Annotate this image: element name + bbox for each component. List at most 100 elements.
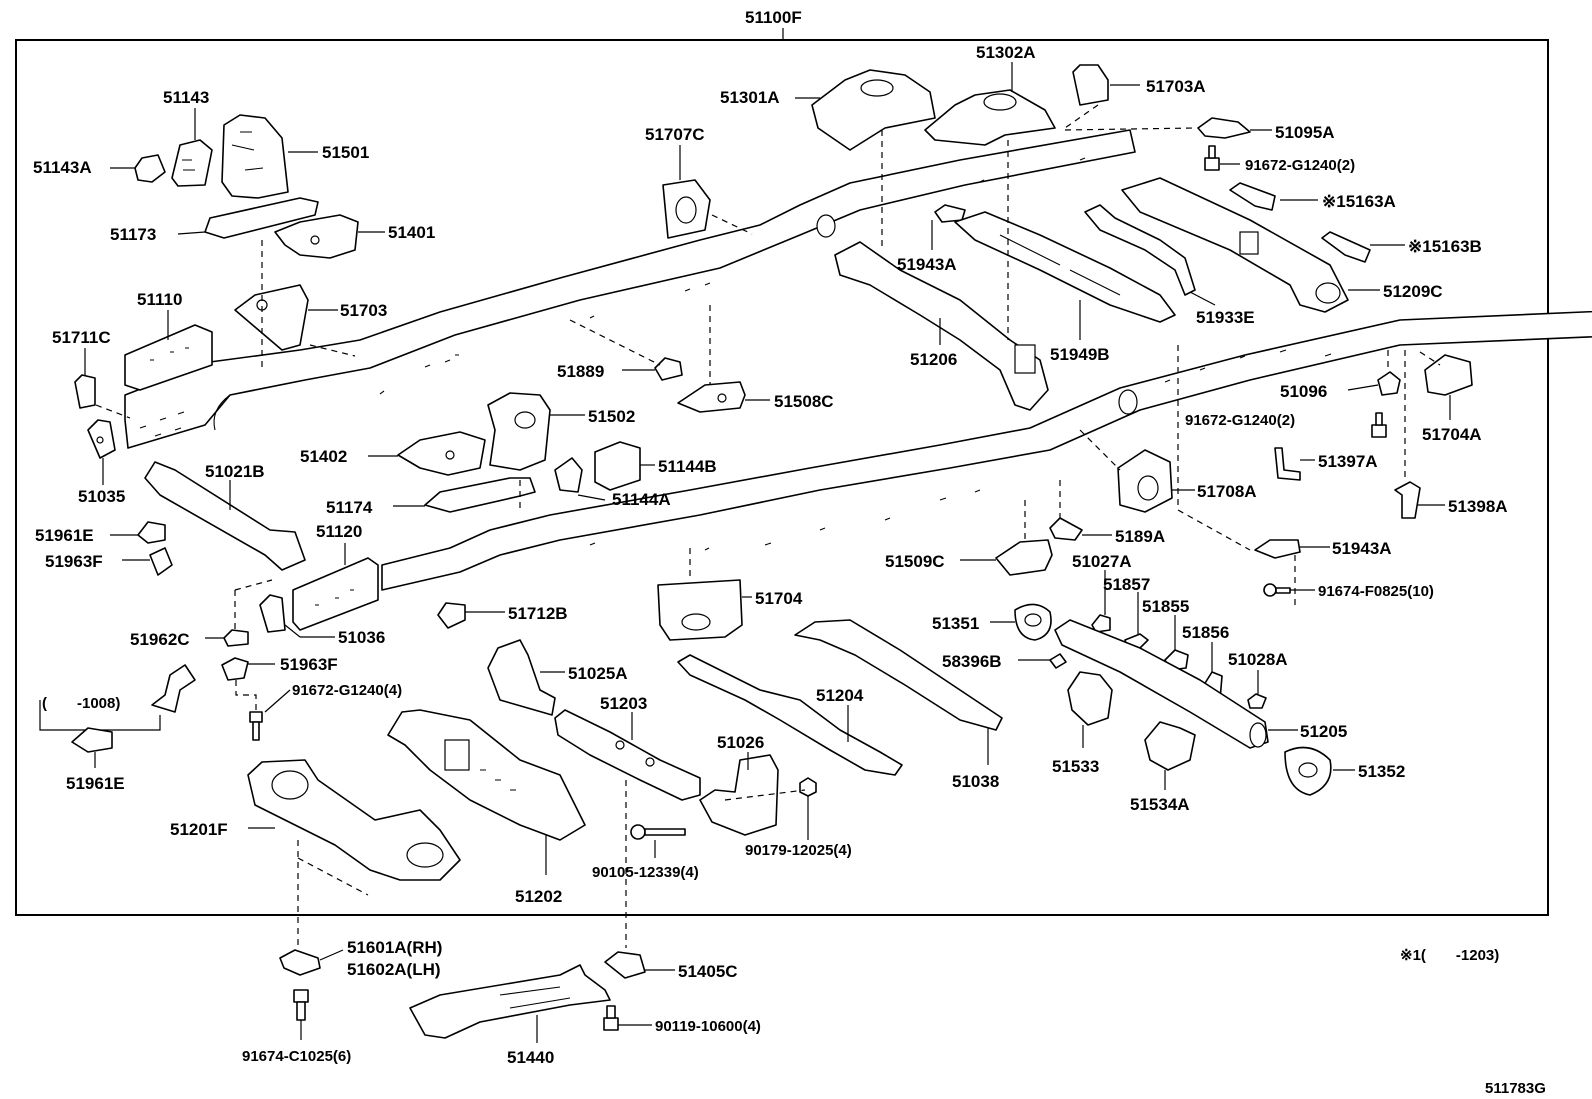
label-51703A: 51703A bbox=[1146, 77, 1206, 96]
applicability-note: ( -1008) bbox=[42, 695, 120, 712]
part-51036 bbox=[259, 594, 286, 633]
label-51501: 51501 bbox=[322, 143, 369, 162]
part-51961E-bottom bbox=[71, 727, 113, 753]
part-15163B bbox=[1321, 231, 1371, 263]
part-51401 bbox=[274, 214, 359, 259]
part-51398A bbox=[1394, 481, 1421, 519]
label-51857: 51857 bbox=[1103, 575, 1150, 594]
part-51143 bbox=[171, 139, 213, 187]
label-51143: 51143 bbox=[163, 88, 209, 107]
part-51889 bbox=[654, 357, 683, 381]
label-5189A: 5189A bbox=[1115, 527, 1165, 546]
bolt-90119-10600 bbox=[603, 1005, 619, 1031]
part-51943A-lower bbox=[1254, 539, 1301, 559]
assembly-label: 51100F bbox=[745, 8, 802, 27]
label-51962C: 51962C bbox=[130, 630, 190, 649]
part-5189A bbox=[1049, 517, 1083, 541]
label-51095A: 51095A bbox=[1275, 123, 1335, 142]
part-51201F bbox=[247, 759, 461, 881]
nut-90179-12025 bbox=[799, 777, 817, 797]
assembly-boundary bbox=[15, 39, 1549, 916]
part-51711C bbox=[74, 374, 96, 409]
label-51173: 51173 bbox=[110, 225, 156, 244]
catalog-code: 511783G bbox=[1485, 1080, 1546, 1097]
label-51025A: 51025A bbox=[568, 664, 628, 683]
part-51963F-top bbox=[149, 547, 173, 576]
label-51202: 51202 bbox=[515, 887, 562, 906]
label-51933E: 51933E bbox=[1196, 308, 1255, 327]
part-51707C bbox=[662, 179, 711, 239]
part-51301A bbox=[811, 69, 936, 151]
part-51502 bbox=[487, 392, 551, 471]
label-51889: 51889 bbox=[557, 362, 604, 381]
arrow-indicator bbox=[151, 664, 196, 713]
part-51405C bbox=[604, 951, 646, 979]
label-51027A: 51027A bbox=[1072, 552, 1132, 571]
rail-slot-marks bbox=[139, 157, 1332, 551]
label-91672-G1240-4: 91672-G1240(4) bbox=[292, 682, 402, 699]
label-51302A: 51302A bbox=[976, 43, 1036, 62]
part-51209C bbox=[1121, 177, 1349, 313]
part-51021B bbox=[144, 461, 306, 571]
label-51502: 51502 bbox=[588, 407, 635, 426]
part-51206 bbox=[834, 241, 1049, 411]
label-51096: 51096 bbox=[1280, 382, 1327, 401]
part-51703 bbox=[234, 284, 309, 351]
bolt-91674-C1025 bbox=[293, 989, 309, 1021]
label-51301A: 51301A bbox=[720, 88, 780, 107]
part-51943A-upper bbox=[934, 204, 966, 223]
part-51533 bbox=[1067, 671, 1113, 726]
label-51402: 51402 bbox=[300, 447, 347, 466]
label-15163A: ※15163A bbox=[1322, 192, 1396, 211]
label-91672-G1240-2-upper: 91672-G1240(2) bbox=[1245, 157, 1355, 174]
label-51143A: 51143A bbox=[33, 158, 92, 177]
part-51501 bbox=[221, 114, 289, 199]
part-51204 bbox=[677, 654, 903, 776]
dashed-connector-lines bbox=[95, 104, 1441, 950]
label-15163B: ※15163B bbox=[1408, 237, 1482, 256]
part-51351 bbox=[1014, 603, 1052, 641]
label-51856: 51856 bbox=[1182, 623, 1229, 642]
part-51601A-51602A bbox=[279, 949, 321, 976]
bolt-90105-12339 bbox=[630, 824, 686, 840]
label-51712B: 51712B bbox=[508, 604, 568, 623]
label-51021B: 51021B bbox=[205, 462, 265, 481]
bolt-91672-G1240-4 bbox=[249, 711, 263, 741]
label-51855: 51855 bbox=[1142, 597, 1189, 616]
part-51352 bbox=[1284, 746, 1332, 796]
part-51397A bbox=[1274, 447, 1301, 481]
label-51398A: 51398A bbox=[1448, 497, 1508, 516]
part-51962C bbox=[223, 629, 249, 647]
part-51708A bbox=[1117, 449, 1173, 513]
part-51035 bbox=[87, 419, 116, 459]
label-51206: 51206 bbox=[910, 350, 957, 369]
label-51509C: 51509C bbox=[885, 552, 945, 571]
label-51120: 51120 bbox=[316, 522, 362, 541]
label-51704A: 51704A bbox=[1422, 425, 1482, 444]
label-51209C: 51209C bbox=[1383, 282, 1443, 301]
label-51405C: 51405C bbox=[678, 962, 738, 981]
part-51963F-bottom bbox=[221, 657, 249, 681]
part-51174 bbox=[424, 477, 536, 513]
part-51095A bbox=[1197, 117, 1251, 139]
label-51397A: 51397A bbox=[1318, 452, 1378, 471]
bolt-91674-F0825 bbox=[1263, 583, 1291, 597]
label-90179-12025: 90179-12025(4) bbox=[745, 842, 852, 859]
part-51038 bbox=[794, 619, 1003, 731]
label-51144A: 51144A bbox=[612, 490, 671, 509]
label-51036: 51036 bbox=[338, 628, 385, 647]
label-51704: 51704 bbox=[755, 589, 803, 608]
part-51144A bbox=[554, 457, 583, 493]
label-51035: 51035 bbox=[78, 487, 125, 506]
part-51508C bbox=[677, 381, 746, 413]
part-51120 bbox=[292, 557, 379, 631]
label-51352: 51352 bbox=[1358, 762, 1405, 781]
label-91674-C1025: 91674-C1025(6) bbox=[242, 1048, 351, 1065]
label-51708A: 51708A bbox=[1197, 482, 1257, 501]
label-91672-G1240-2-lower: 91672-G1240(2) bbox=[1185, 412, 1295, 429]
part-51703A bbox=[1072, 64, 1109, 106]
label-51707C: 51707C bbox=[645, 125, 705, 144]
label-51703: 51703 bbox=[340, 301, 387, 320]
label-58396B: 58396B bbox=[942, 652, 1002, 671]
